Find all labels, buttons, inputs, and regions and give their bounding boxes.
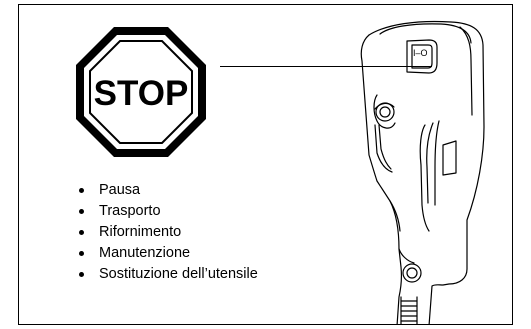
situation-list: Pausa Trasporto Rifornimento Manutenzion… (75, 180, 258, 285)
list-item-label: Pausa (99, 182, 141, 198)
list-item-label: Manutenzione (99, 245, 191, 261)
bullet-icon (79, 188, 84, 193)
bullet-icon (79, 272, 84, 277)
list-item: Sostituzione dell’utensile (75, 264, 258, 285)
list-item: Manutenzione (75, 243, 258, 264)
list-item: Rifornimento (75, 222, 258, 243)
stop-sign-icon: STOP (75, 26, 207, 158)
list-item: Pausa (75, 180, 258, 201)
stop-sign-label: STOP (94, 74, 189, 113)
callout-leader-line (220, 66, 432, 67)
list-item: Trasporto (75, 201, 258, 222)
list-item-label: Sostituzione dell’utensile (99, 266, 258, 282)
bullet-icon (79, 251, 84, 256)
on-off-switch-icon: I–O (413, 48, 428, 58)
bullet-icon (79, 209, 84, 214)
instruction-panel: STOP Pausa Trasporto Rifornimento Manute… (18, 4, 513, 325)
list-item-label: Rifornimento (99, 224, 182, 240)
list-item-label: Trasporto (99, 203, 161, 219)
tool-handle-illustration: I–O (19, 5, 512, 324)
bullet-icon (79, 230, 84, 235)
